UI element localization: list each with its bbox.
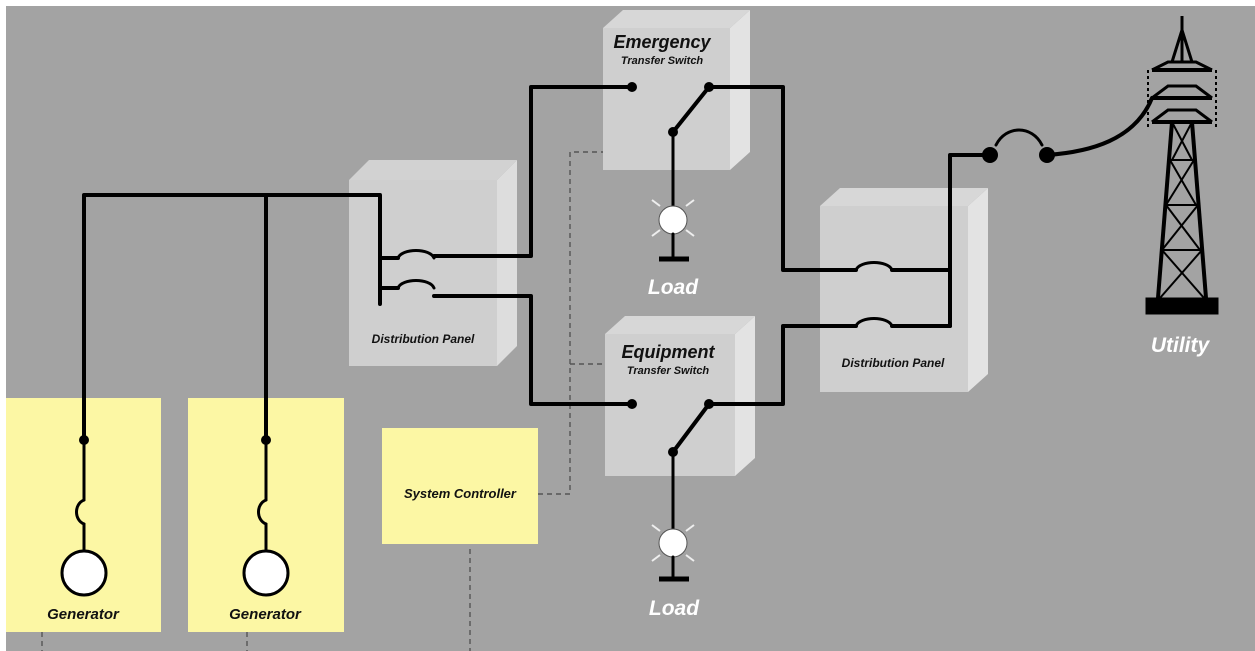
system-controller-box — [382, 428, 538, 544]
emergency-feed-wire — [432, 85, 634, 258]
equipment-feed-wire — [432, 294, 634, 406]
generator-right-symbol — [242, 549, 290, 597]
generator-bus-wiring — [75, 193, 382, 552]
load-top-label: Load — [648, 276, 699, 299]
distribution-panel-left-label: Distribution Panel — [372, 332, 475, 346]
right-panel-breakers — [854, 153, 990, 328]
emergency-switch-contacts — [627, 82, 714, 209]
utility-breaker — [982, 96, 1154, 163]
equipment-switch-contacts — [627, 399, 714, 532]
generator-right-label: Generator — [229, 606, 302, 623]
distribution-panel-right — [820, 188, 988, 392]
system-controller-label: System Controller — [404, 486, 517, 501]
utility-label: Utility — [1151, 334, 1211, 357]
distribution-panel-left — [349, 160, 517, 366]
load-bottom-symbol — [651, 524, 695, 582]
generator-left-symbol — [60, 549, 108, 597]
equipment-switch-subtitle: Transfer Switch — [627, 365, 710, 377]
load-bottom-label: Load — [649, 597, 700, 620]
equipment-transfer-switch-box — [605, 316, 755, 476]
equipment-out-wire — [707, 324, 858, 406]
load-top-symbol — [651, 199, 695, 262]
emergency-switch-subtitle: Transfer Switch — [621, 55, 704, 67]
equipment-switch-title: Equipment — [622, 342, 716, 362]
emergency-transfer-switch-box — [603, 10, 750, 170]
distribution-panel-right-label: Distribution Panel — [842, 356, 945, 370]
generator-left-label: Generator — [47, 606, 120, 623]
control-dashed-lines — [41, 151, 605, 651]
emergency-out-wire — [707, 85, 858, 272]
emergency-switch-title: Emergency — [613, 32, 711, 52]
utility-tower-icon — [1145, 16, 1219, 315]
